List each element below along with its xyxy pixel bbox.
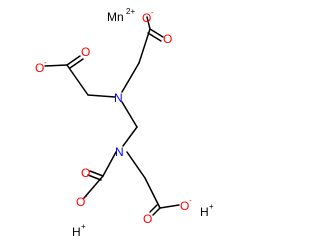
molecule-svg: Mn 2+ O - O O - O N N O - O O - O H + H … (35, 7, 214, 239)
bond (144, 177, 161, 209)
bond (121, 62, 140, 93)
bond (87, 94, 116, 98)
atom-o-br: O (180, 199, 189, 213)
atom-o-left-charge: - (44, 58, 47, 67)
bond (121, 101, 138, 128)
bond (152, 207, 161, 216)
bond (66, 55, 81, 66)
atom-mn-charge: 2+ (126, 7, 135, 16)
bond (122, 126, 138, 147)
bond (87, 174, 102, 181)
atom-o-left2: O (81, 45, 90, 59)
atom-h2-charge: + (209, 202, 214, 211)
bond (149, 28, 164, 38)
bond (126, 151, 146, 179)
atom-o-br-charge: - (189, 196, 192, 205)
atom-o-top-charge: - (151, 8, 154, 17)
atom-labels: Mn 2+ O - O O - O N N O - O O - O H + H … (35, 7, 214, 239)
bond (138, 28, 151, 64)
atom-mn: Mn (107, 10, 124, 24)
bond (44, 64, 68, 67)
atom-n-lower: N (115, 145, 124, 159)
bond (149, 204, 158, 213)
atom-o-br2: O (143, 212, 152, 226)
atom-o-bl2: O (81, 166, 90, 180)
atom-h1: H (72, 225, 81, 239)
bond (147, 32, 162, 42)
atom-n-upper: N (114, 91, 123, 105)
bond (146, 16, 151, 30)
atom-o-top: O (142, 11, 151, 25)
bond (69, 58, 84, 69)
atom-h2: H (200, 205, 209, 219)
atom-h1-charge: + (81, 222, 86, 231)
bond (89, 170, 104, 177)
atom-o-bl-charge: - (85, 192, 88, 201)
bond (102, 151, 117, 177)
atom-o-left: O (35, 61, 44, 75)
structure-diagram: Mn 2+ O - O O - O N N O - O O - O H + H … (35, 7, 214, 239)
bond (66, 64, 89, 96)
bond (159, 204, 180, 209)
atom-o-top2: O (163, 32, 172, 46)
bonds (44, 16, 180, 216)
bond (83, 175, 104, 199)
atom-o-bl: O (76, 195, 85, 209)
